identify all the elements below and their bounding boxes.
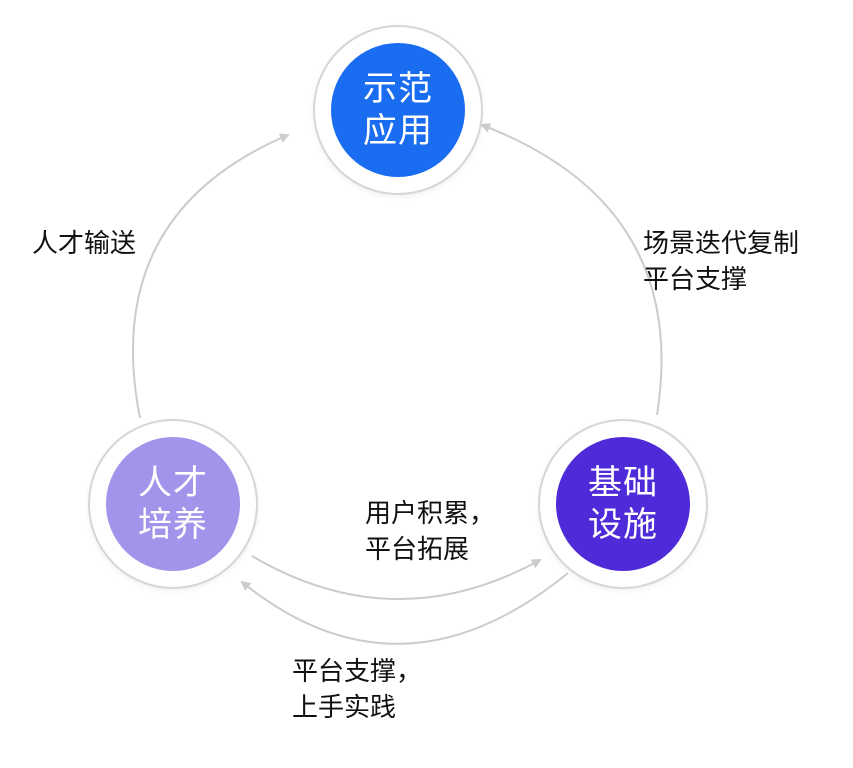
edge-label-platform-support-line2: 上手实践 — [292, 693, 397, 723]
node-talent-cultivation-line1: 人才 — [138, 463, 208, 503]
node-demo-application-circle: 示范 应用 — [331, 43, 465, 177]
arrow-left-to-right — [251, 555, 542, 600]
node-infrastructure-circle: 基础 设施 — [556, 437, 690, 571]
node-infrastructure-line2: 设施 — [588, 505, 658, 545]
node-demo-application-line2: 应用 — [363, 111, 433, 151]
edge-label-scenario-iteration-line1: 场景迭代复制 — [643, 229, 800, 259]
node-talent-cultivation-line2: 培养 — [138, 505, 208, 545]
arrow-left-to-top — [132, 133, 290, 419]
node-infrastructure-line1: 基础 — [588, 463, 658, 503]
edge-label-user-accumulation-line1: 用户积累， — [365, 499, 496, 529]
node-infrastructure: 基础 设施 — [538, 419, 708, 589]
edge-label-talent-delivery-line1: 人才输送 — [32, 229, 137, 259]
edge-label-platform-support: 平台支撑， 上手实践 — [292, 654, 422, 726]
arrow-right-to-top — [480, 123, 663, 416]
edge-label-scenario-iteration: 场景迭代复制 平台支撑 — [643, 226, 799, 298]
node-talent-cultivation-circle: 人才 培养 — [106, 437, 240, 571]
node-demo-application: 示范 应用 — [313, 25, 483, 195]
edge-label-platform-support-line1: 平台支撑， — [292, 657, 423, 687]
edge-label-user-accumulation: 用户积累， 平台拓展 — [365, 496, 495, 568]
edge-label-scenario-iteration-line2: 平台支撑 — [643, 265, 748, 295]
node-demo-application-line1: 示范 — [363, 69, 433, 109]
edge-label-talent-delivery: 人才输送 — [32, 226, 136, 262]
arrow-right-to-left — [240, 572, 569, 645]
edge-label-user-accumulation-line2: 平台拓展 — [365, 535, 470, 565]
node-talent-cultivation: 人才 培养 — [88, 419, 258, 589]
